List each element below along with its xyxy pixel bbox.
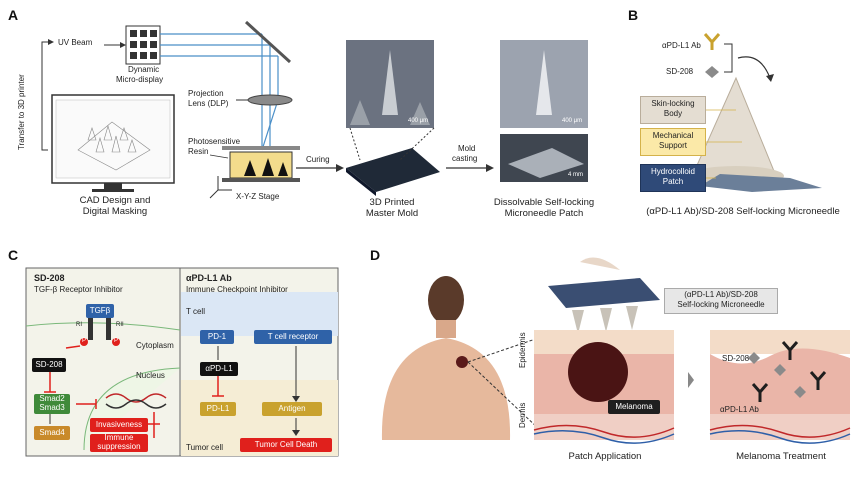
resin-label-2: Resin xyxy=(188,147,209,156)
xyz-axes-icon xyxy=(209,176,232,199)
tcell-label: T cell xyxy=(186,307,205,316)
sd208-subtitle: TGF-β Receptor Inhibitor xyxy=(34,285,123,294)
panel-c-letter: C xyxy=(8,247,19,263)
dna-icon xyxy=(105,393,167,403)
ab-d-label: αPD-L1 Ab xyxy=(720,405,759,414)
microneedle-patch-device xyxy=(548,257,660,334)
skin-locking-box: Skin-locking Body xyxy=(640,96,706,124)
sd208-diamond xyxy=(705,66,719,78)
phospho-1: P xyxy=(82,338,87,344)
melanoma-treatment-label: Melanoma Treatment xyxy=(736,451,826,462)
stage-label: X-Y-Z Stage xyxy=(236,192,280,201)
antigen-box: Antigen xyxy=(262,402,322,416)
sd208-d-label: SD-208 xyxy=(722,354,750,363)
panel-d-letter: D xyxy=(370,247,381,263)
melanoma-label: Melanoma xyxy=(608,400,660,414)
resin-label-1: Photosensitive xyxy=(188,137,241,146)
ab-label: αPD-L1 Ab xyxy=(662,41,701,50)
skin-section-right xyxy=(709,330,851,444)
lens-label-2: Lens (DLP) xyxy=(188,99,229,108)
nucleus-label: Nucleus xyxy=(136,371,165,380)
transfer-label: Transfer to 3D printer xyxy=(17,74,26,150)
pdl1-box: PD-L1 xyxy=(200,402,236,416)
resin-vat xyxy=(222,146,300,182)
display-label-2: Micro-display xyxy=(116,75,164,84)
sem-needle xyxy=(382,50,398,115)
scale-bar-2: 400 μm xyxy=(562,118,583,124)
progress-chevron xyxy=(688,372,694,388)
panel-a-letter: A xyxy=(8,7,19,23)
hydrocolloid-box: Hydrocolloid Patch xyxy=(640,164,706,192)
panel-b-caption: (αPD-L1 Ab)/SD-208 Self-locking Micronee… xyxy=(646,206,840,217)
mold-label-2: casting xyxy=(452,154,478,163)
scale-bar-4: 4 mm xyxy=(568,172,583,178)
antibody-icon xyxy=(703,33,721,50)
tgfb-box: TGFβ xyxy=(86,304,114,318)
mirror xyxy=(244,20,292,64)
display-label-1: Dynamic xyxy=(128,65,160,74)
ab-subtitle: Immune Checkpoint Inhibitor xyxy=(186,285,288,294)
cad-label-1: CAD Design and xyxy=(79,195,151,206)
lens-label-1: Projection xyxy=(188,89,224,98)
hydrocolloid-base xyxy=(700,174,822,192)
tumor-death-box: Tumor Cell Death xyxy=(240,438,332,452)
uv-beam-label: UV Beam xyxy=(58,38,93,47)
patch-application-label: Patch Application xyxy=(568,451,642,462)
pd1-box: PD-1 xyxy=(200,330,234,344)
human-figure xyxy=(381,276,511,440)
master-mold-image xyxy=(346,148,440,192)
tumor-cell-label: Tumor cell xyxy=(186,443,224,452)
rii-label: RII xyxy=(116,322,124,328)
tcr-box: T cell receptor xyxy=(254,330,332,344)
smad4-box: Smad4 xyxy=(34,426,70,440)
cad-label-2: Digital Masking xyxy=(82,206,148,217)
patch-label-2: Microneedle Patch xyxy=(504,208,584,219)
microneedle-label-box: (αPD-L1 Ab)/SD-208 Self-locking Micronee… xyxy=(664,288,778,314)
micro-display-icon xyxy=(125,25,161,65)
master-label-1: 3D Printed xyxy=(369,197,415,208)
curing-label: Curing xyxy=(306,155,330,164)
scale-bar-1: 400 μm xyxy=(408,118,429,124)
cad-monitor xyxy=(51,94,175,192)
sd208-box: SD-208 xyxy=(32,358,66,372)
target-arrow xyxy=(737,56,771,79)
master-label-2: Master Mold xyxy=(365,208,419,219)
scale-bar-3: 6 mm xyxy=(416,180,431,186)
ab-title: αPD-L1 Ab xyxy=(186,273,232,283)
cytoplasm-label: Cytoplasm xyxy=(136,341,174,350)
sd208-title: SD-208 xyxy=(34,273,65,283)
dermis-label: Dermis xyxy=(518,402,527,428)
projection-lens-icon xyxy=(247,94,293,106)
transfer-arrowhead xyxy=(48,39,54,45)
phospho-2: P xyxy=(114,338,119,344)
mechanical-support-box: Mechanical Support xyxy=(640,128,706,156)
ri-label: RI xyxy=(76,322,82,328)
skin-section-left xyxy=(533,330,675,444)
melanoma-tumor xyxy=(568,342,628,402)
invasiveness-box: Invasiveness xyxy=(90,418,148,432)
uv-light-beams xyxy=(160,33,279,151)
microneedle-illustration xyxy=(688,76,822,192)
panel-b-letter: B xyxy=(628,7,639,23)
epidermis-label: Epidermis xyxy=(518,332,527,368)
melanoma-spot xyxy=(456,356,468,368)
transfer-bracket xyxy=(41,41,48,151)
apdl1-box: αPD-L1 xyxy=(200,362,238,376)
patch-label-1: Dissolvable Self-locking xyxy=(493,197,595,208)
sd208-label: SD-208 xyxy=(666,67,694,76)
tcell-region xyxy=(181,292,338,336)
mold-label-1: Mold xyxy=(458,144,476,153)
